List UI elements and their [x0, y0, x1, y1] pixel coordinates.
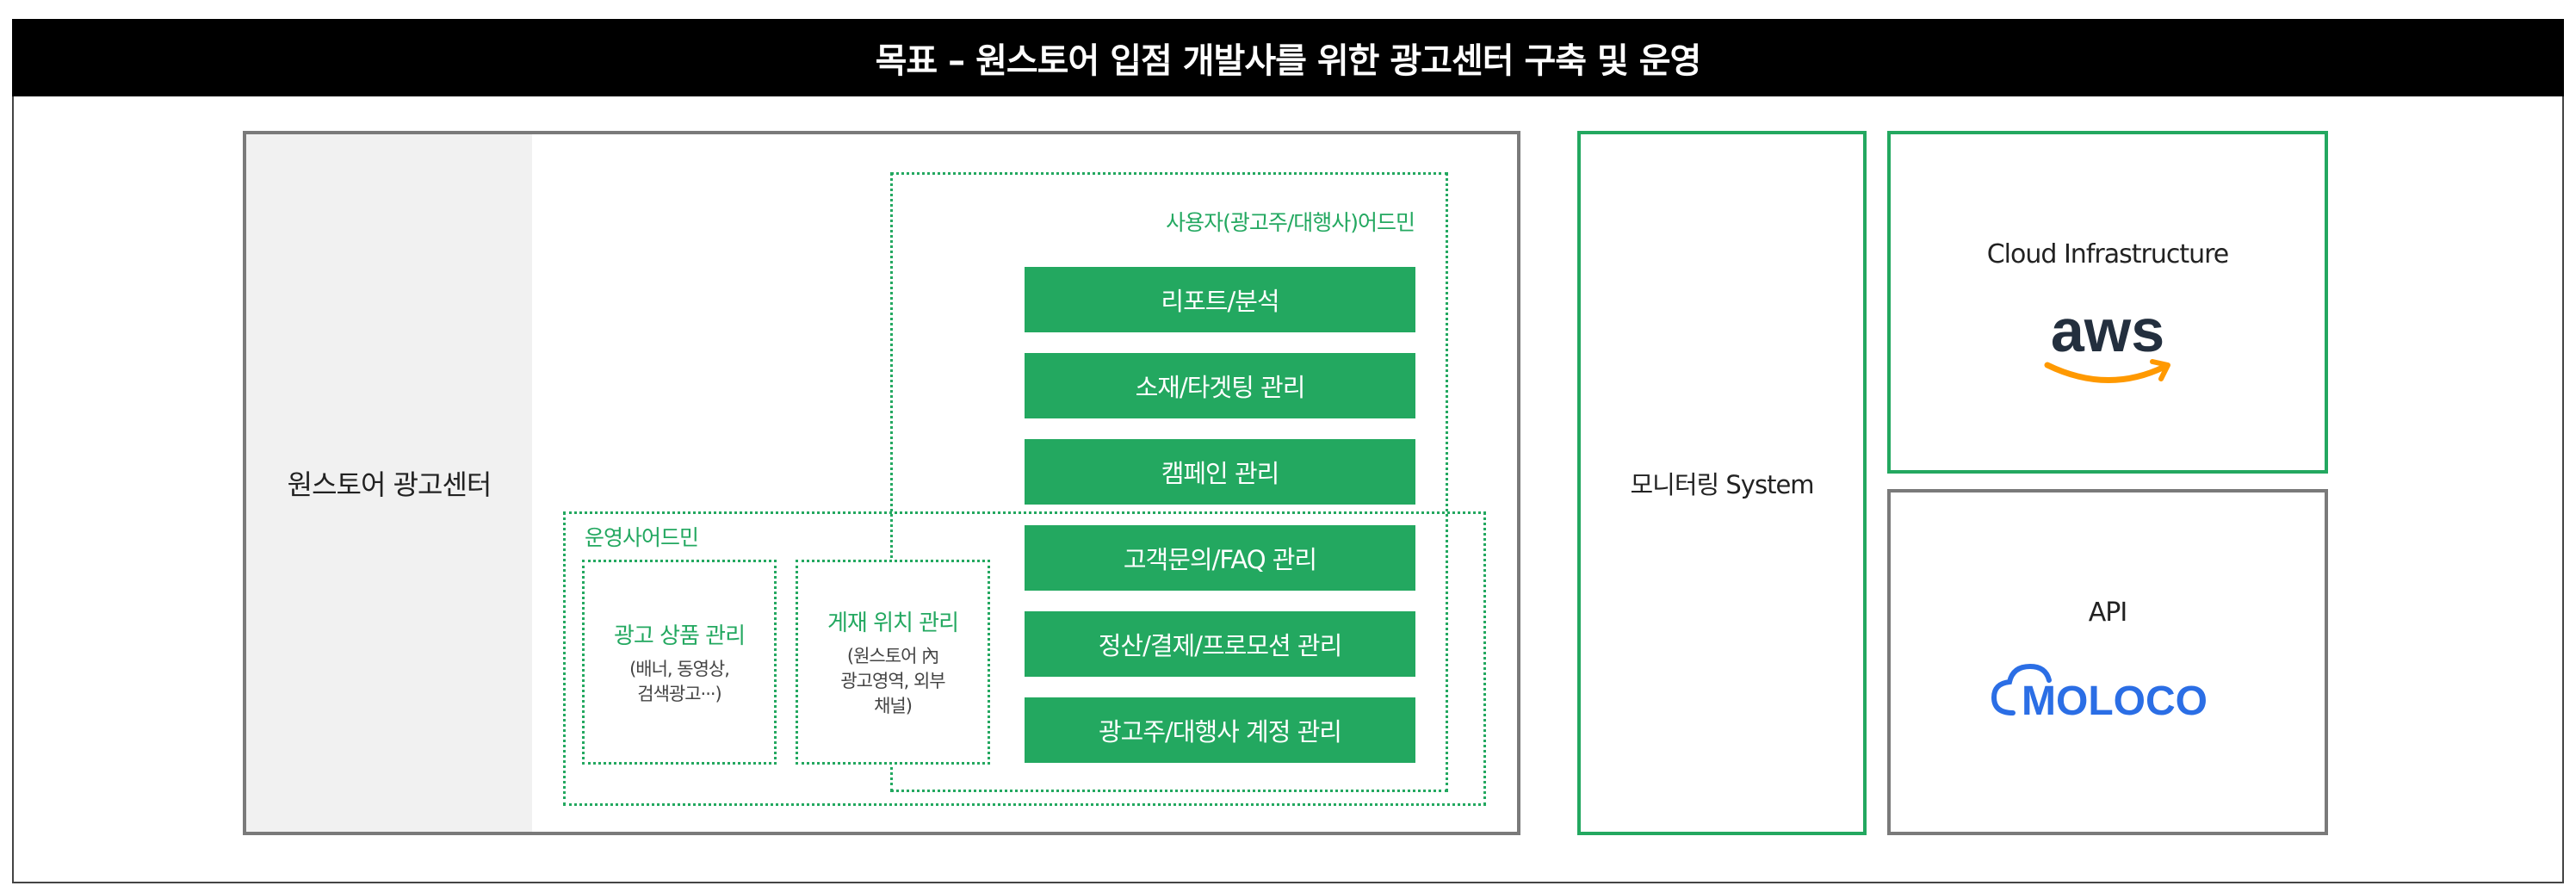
- cloud-box: Cloud Infrastructure aws: [1887, 131, 2328, 474]
- placement-desc-2: 광고영역, 외부: [840, 671, 945, 691]
- ad-center-label: 원스토어 광고센터: [287, 468, 492, 501]
- slide-title: 목표 – 원스토어 입점 개발사를 위한 광고센터 구축 및 운영: [12, 19, 2564, 96]
- campaign-block: 캠페인 관리: [1025, 439, 1415, 505]
- account-block: 광고주/대행사 계정 관리: [1025, 697, 1415, 763]
- ad-product-desc-2: 검색광고···): [637, 683, 721, 704]
- placement-title: 게재 위치 관리: [827, 610, 959, 636]
- ad-product-box: 광고 상품 관리 (배너, 동영상, 검색광고···): [582, 560, 777, 765]
- operator-admin-group: 운영사어드민: [563, 511, 1486, 806]
- settlement-block: 정산/결제/프로모션 관리: [1025, 611, 1415, 677]
- user-admin-label: 사용자(광고주/대행사)어드민: [1166, 210, 1415, 235]
- faq-block: 고객문의/FAQ 관리: [1025, 525, 1415, 591]
- ad-product-desc-1: (배너, 동영상,: [629, 658, 730, 679]
- placement-desc-1: (원스토어 內: [846, 646, 939, 666]
- report-analysis-block: 리포트/분석: [1025, 267, 1415, 332]
- ad-product-title: 광고 상품 관리: [613, 623, 746, 649]
- monitoring-box: 모니터링 System: [1577, 131, 1867, 835]
- ad-center-side-panel: [246, 134, 532, 832]
- user-admin-group: 사용자(광고주/대행사)어드민: [890, 172, 1448, 792]
- moloco-logo: MOLOCO: [1891, 653, 2325, 730]
- placement-desc-3: 채널): [874, 696, 913, 716]
- operator-admin-label: 운영사어드민: [585, 525, 699, 550]
- aws-logo: aws: [1891, 298, 2325, 393]
- placement-box: 게재 위치 관리 (원스토어 內 광고영역, 외부 채널): [796, 560, 990, 765]
- creative-targeting-block: 소재/타겟팅 관리: [1025, 353, 1415, 418]
- aws-logo-text: aws: [2051, 298, 2164, 364]
- api-label: API: [2088, 598, 2127, 628]
- monitoring-label: 모니터링 System: [1630, 470, 1814, 499]
- api-box: API MOLOCO: [1887, 489, 2328, 835]
- cloud-label: Cloud Infrastructure: [1986, 239, 2230, 269]
- moloco-logo-text: MOLOCO: [2022, 678, 2208, 724]
